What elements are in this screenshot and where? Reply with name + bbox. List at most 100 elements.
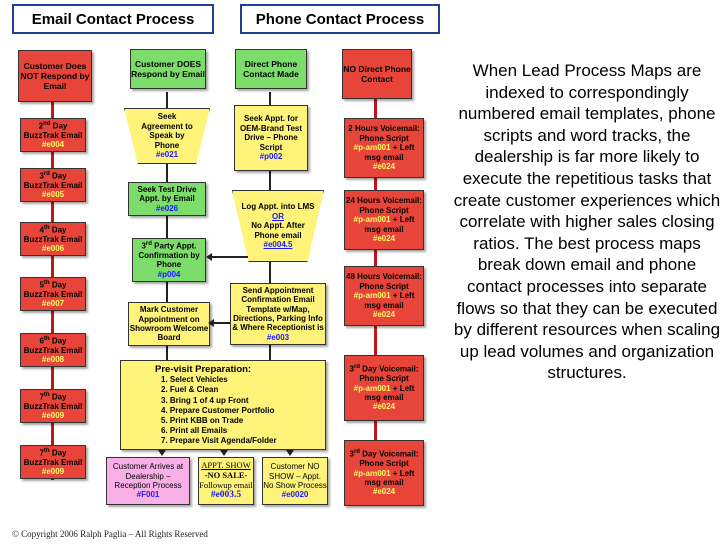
day-word: Day — [51, 336, 67, 346]
day-suffix: th — [43, 279, 50, 286]
voicemail-codes: #p-am001 + Left msg email — [345, 384, 423, 403]
log-to-third-party-connector — [208, 256, 248, 258]
direct-phone-contact-label: Direct Phone Contact Made — [243, 58, 299, 79]
buzztrak-email-label: BuzzTrak Email — [23, 345, 83, 355]
voicemail-script-code: #p-am001 — [353, 468, 391, 478]
buzztrak-email-label: BuzzTrak Email — [23, 234, 83, 244]
voicemail-script-code: #p-am001 — [353, 215, 391, 225]
third-party-confirm-box: 3rd Party Appt. Confirmation by Phone #p… — [132, 238, 206, 282]
buzztrak-email-code: #e008 — [41, 355, 65, 365]
buzztrak-email-label: BuzzTrak Email — [23, 457, 83, 467]
customer-does-respond-label: Customer DOES Respond by Email — [131, 58, 205, 79]
mark-customer-label: Mark Customer Appointment on Showroom We… — [129, 305, 209, 343]
customer-does-respond-box: Customer DOES Respond by Email — [130, 49, 206, 89]
day-label: 2nd Day — [39, 121, 68, 131]
third-party-line: 3rd Party Appt. Confirmation by Phone — [133, 241, 205, 270]
voicemail-codes: #p-am001 + Left msg email — [345, 291, 423, 310]
down-arrow-icon — [286, 450, 294, 456]
email-mid-connector — [166, 92, 168, 360]
voicemail-left-msg: + Left msg email — [364, 468, 415, 488]
previsit-item: 5. Print KBB on Trade — [161, 416, 244, 426]
down-arrow-icon — [158, 450, 166, 456]
copyright-text: © Copyright 2006 Ralph Paglia – All Righ… — [12, 529, 208, 539]
day-word: Day — [52, 121, 68, 131]
previsit-item: 2. Fuel & Clean — [161, 385, 219, 395]
voicemail-day: 3rd Day Voicemail: Phone Script — [345, 364, 423, 384]
previsit-item: 6. Print all Emails — [161, 426, 228, 436]
voicemail-box: 24 Hours Voicemail: Phone Script#p-am001… — [344, 190, 424, 250]
buzztrak-email-label: BuzzTrak Email — [23, 401, 83, 411]
day-number: 4 — [39, 225, 44, 235]
day-label: 4th Day — [39, 225, 66, 235]
third-party-sup: rd — [145, 240, 152, 247]
appt-show-label: APPT. SHOW — [201, 460, 251, 471]
voicemail-left-msg: + Left msg email — [364, 215, 415, 234]
voicemail-day-suffix: rd — [353, 449, 360, 456]
buzztrak-email-code: #e009 — [41, 411, 65, 421]
appt-show-no-sale-box: APPT. SHOW -NO SALE- Followup email #e00… — [198, 457, 254, 505]
followup-code: #e003.5 — [210, 490, 242, 501]
day-word: Day — [51, 225, 67, 235]
day-word: Day — [52, 171, 67, 181]
buzztrak-email-code: #e009 — [41, 467, 65, 477]
voicemail-left-msg: + Left msg email — [364, 143, 415, 162]
voicemail-day: 3rd Day Voicemail: Phone Script — [345, 449, 423, 469]
voicemail-day-number: 3 — [349, 449, 354, 459]
day-suffix: th — [43, 224, 50, 231]
day-label: 7th Day — [39, 392, 66, 402]
third-party-code: #p004 — [157, 269, 181, 279]
seek-agreement-label: Seek Agreement to Speak by Phone — [141, 112, 193, 150]
buzztrak-email-code: #e007 — [41, 299, 65, 309]
seek-agreement-box: Seek Agreement to Speak by Phone #e021 — [124, 108, 210, 164]
phone-process-header: Phone Contact Process — [240, 4, 440, 34]
voicemail-day-suffix: rd — [353, 364, 360, 371]
voicemail-title: 48 Hours Voicemail: Phone Script — [346, 272, 422, 291]
seek-test-drive-box: Seek Test Drive Appt. by Email #e026 — [128, 182, 206, 216]
day-number: 6 — [39, 336, 44, 346]
customer-no-show-box: Customer NO SHOW – Appt. No Show Process… — [262, 457, 328, 505]
log-appt-code: #e004.5 — [263, 240, 293, 250]
previsit-preparation-box: Pre-visit Preparation: 1. Select Vehicle… — [120, 360, 326, 450]
email-process-header: Email Contact Process — [12, 4, 214, 34]
day-word: Day — [51, 392, 67, 402]
customer-arrives-box: Customer Arrives at Dealership – Recepti… — [106, 457, 190, 505]
log-appt-no-appt-label: No Appt. After Phone email — [251, 221, 305, 240]
voicemail-email-code: #e024 — [372, 162, 396, 172]
voicemail-codes: #p-am001 + Left msg email — [345, 215, 423, 234]
log-appt-label: Log Appt. into LMS — [241, 202, 315, 212]
customer-not-respond-box: Customer Does NOT Respond by Email — [18, 50, 92, 102]
day-suffix: th — [43, 335, 50, 342]
left-arrow-icon — [208, 319, 214, 327]
buzztrak-email-label: BuzzTrak Email — [23, 130, 83, 140]
voicemail-box: 48 Hours Voicemail: Phone Script#p-am001… — [344, 266, 424, 326]
voicemail-script-code: #p-am001 — [353, 143, 391, 153]
voicemail-left-msg: + Left msg email — [364, 291, 415, 310]
day-suffix: nd — [43, 120, 51, 127]
left-arrow-icon — [206, 253, 212, 261]
day-label: 7th Day — [39, 448, 66, 458]
customer-no-show-label: Customer NO SHOW – Appt. No Show Process — [263, 462, 327, 490]
day-number: 3 — [39, 171, 44, 181]
send-confirmation-code: #e003 — [266, 332, 290, 342]
day-word: Day — [51, 448, 67, 458]
day-suffix: th — [43, 391, 50, 398]
day-word: Day — [51, 280, 67, 290]
seek-appt-label: Seek Appt. for OEM-Brand Test Drive – Ph… — [239, 114, 303, 152]
previsit-item: 7. Prepare Visit Agenda/Folder — [161, 436, 277, 446]
voicemail-title: 24 Hours Voicemail: Phone Script — [346, 196, 422, 215]
voicemail-title: 2 Hours Voicemail: Phone Script — [348, 124, 420, 143]
customer-no-show-code: #e0020 — [281, 490, 309, 500]
process-map-note: When Lead Process Maps are indexed to co… — [453, 61, 721, 383]
down-arrow-icon — [220, 450, 228, 456]
no-direct-contact-label: NO Direct Phone Contact — [343, 63, 411, 84]
seek-test-drive-code: #e026 — [155, 203, 179, 213]
log-appt-box: Log Appt. into LMS OR No Appt. After Pho… — [232, 190, 324, 262]
send-confirmation-label: Send Appointment Confirmation Email Temp… — [232, 285, 324, 333]
